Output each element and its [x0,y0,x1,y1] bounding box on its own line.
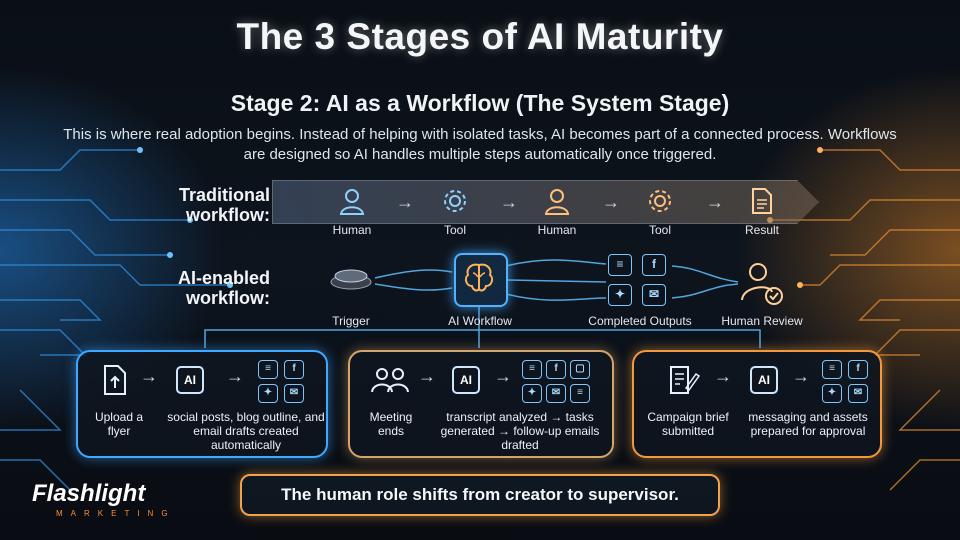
traditional-step-label: Human [537,223,577,237]
outputs-icon-grid: ≡ f ▢ ✦ ✉ ≡ [522,360,594,404]
person-icon [544,189,570,215]
takeaway-banner: The human role shifts from creator to su… [240,474,720,516]
ai-step-trigger: Trigger [316,314,386,328]
facebook-icon: f [642,254,666,276]
traditional-workflow-label: Traditional workflow: [150,185,270,225]
ai-step-label: Human Review [721,314,803,328]
traditional-step-tool-1: Tool [420,187,490,237]
trigger-button-icon [330,269,372,290]
traditional-step-tool-2: Tool [625,187,695,237]
traditional-step-label: Tool [443,223,466,237]
arrow-right-icon: → [418,366,436,386]
ai-step-label: AI Workflow [448,314,512,328]
people-group-icon [371,368,409,393]
ai-step-review: Human Review [712,314,812,328]
arrow-right-icon: → [140,366,158,386]
example-output-text: social posts, blog outline, and email dr… [167,410,325,452]
traditional-step-label: Tool [648,223,671,237]
ai-step-label: Completed Outputs [588,314,692,328]
gear-icon [649,190,671,212]
upload-document-icon [104,365,126,395]
email-icon: ✉ [546,384,566,403]
arrow-right-icon: → [714,366,732,386]
example-input-text: Campaign brief submitted [647,410,729,438]
ai-chip-icon: AI [176,366,204,394]
arrow-right-icon: → [706,192,724,212]
example-output-text: transcript analyzed → tasks generated → … [440,410,600,452]
facebook-icon: f [284,360,304,379]
ai-label-line1: AI-enabled [177,268,270,288]
facebook-icon: f [546,360,566,379]
completed-outputs-grid: ≡ f ✦ ✉ [608,254,670,308]
traditional-step-human-2: Human [522,187,592,237]
email-icon: ✉ [284,384,304,403]
document-icon: ≡ [258,360,278,379]
arrow-right-icon: → [396,192,414,212]
example-input-text: Meeting ends [369,410,413,438]
example-card-meeting: → AI → ≡ f ▢ ✦ ✉ ≡ Meeting ends transcri… [348,350,614,458]
document-icon: ≡ [570,384,590,403]
twitter-icon: ✦ [822,384,842,403]
document-icon: ≡ [608,254,632,276]
traditional-label-line1: Traditional [178,185,270,205]
example-output-text: messaging and assets prepared for approv… [748,410,868,438]
example-card-campaign: → AI → ≡ f ✦ ✉ Campaign brief submitted … [632,350,882,458]
traditional-step-label: Result [744,223,779,237]
document-icon: ≡ [822,360,842,379]
ai-step-label: Trigger [332,314,370,328]
brain-icon [464,263,494,292]
twitter-icon: ✦ [258,384,278,403]
outputs-icon-grid: ≡ f ✦ ✉ [258,360,306,404]
example-input-text: Upload a flyer [94,410,144,438]
brief-edit-icon [670,366,700,394]
flashlight-logo: Flashlight MARKETING [32,480,192,518]
ai-label-line2: workflow: [186,288,270,308]
traditional-step-result: Result [727,187,797,237]
ai-workflow-box [454,253,508,307]
ai-chip-icon: AI [750,366,778,394]
document-icon [752,188,772,214]
arrow-right-icon: → [494,366,512,386]
arrow-right-icon: → [792,366,810,386]
ai-step-workflow: AI Workflow [440,314,520,328]
twitter-icon: ✦ [608,284,632,306]
traditional-step-human-1: Human [317,187,387,237]
logo-name: Flashlight [32,480,146,507]
traditional-label-line2: workflow: [186,205,270,225]
arrow-right-icon: → [500,192,518,212]
human-review-icon [741,263,783,305]
document-icon: ≡ [522,360,542,379]
arrow-right-icon: → [226,366,244,386]
arrow-right-icon: → [602,192,620,212]
chat-icon: ▢ [570,360,590,379]
traditional-step-label: Human [332,223,372,237]
outputs-icon-grid: ≡ f ✦ ✉ [822,360,870,404]
ai-workflow-label: AI-enabled workflow: [150,268,270,308]
email-icon: ✉ [848,384,868,403]
stage-description: This is where real adoption begins. Inst… [63,126,897,163]
stage-subtitle: Stage 2: AI as a Workflow (The System St… [230,90,730,116]
example-card-flyer: → AI → ≡ f ✦ ✉ Upload a flyer social pos… [76,350,328,458]
email-icon: ✉ [642,284,666,306]
twitter-icon: ✦ [522,384,542,403]
ai-step-outputs: Completed Outputs [580,314,700,328]
gear-icon [444,190,466,212]
page-title: The 3 Stages of AI Maturity [236,16,724,57]
person-icon [339,189,365,215]
logo-tagline: MARKETING [56,509,176,518]
traditional-workflow-strip [272,180,819,224]
facebook-icon: f [848,360,868,379]
ai-chip-icon: AI [452,366,480,394]
